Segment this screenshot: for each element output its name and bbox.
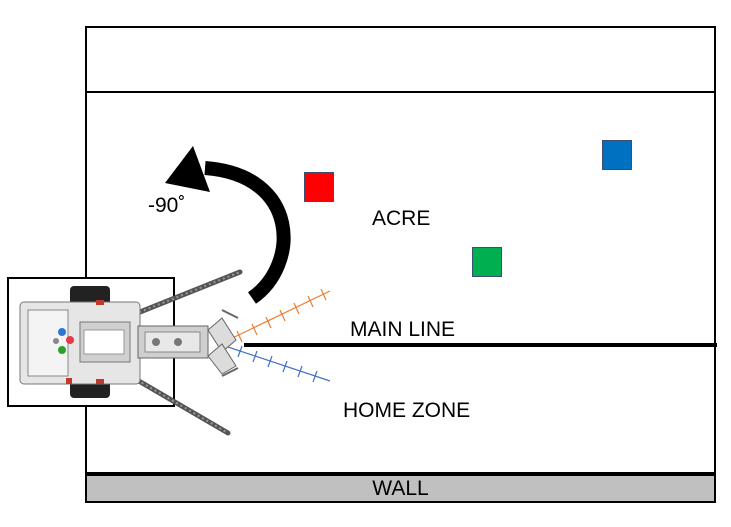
- sensor-ray-upper: [221, 288, 331, 344]
- red-block: [304, 172, 334, 202]
- main-line: [244, 343, 717, 347]
- field-boundary: [85, 26, 716, 474]
- sensor-ray-lower: [221, 344, 331, 383]
- robot-arm-upper: [127, 269, 243, 319]
- curved-arrow-icon: [165, 146, 291, 304]
- green-block: [472, 247, 502, 277]
- acre-label: ACRE: [372, 207, 431, 230]
- blue-block: [602, 140, 632, 170]
- top-zone: [85, 26, 716, 93]
- wall-label: WALL: [372, 476, 429, 500]
- turn-angle-label: -90˚: [148, 194, 186, 217]
- main-line-label: MAIN LINE: [350, 318, 456, 341]
- robot-icon: [19, 286, 239, 398]
- home-zone-label: HOME ZONE: [343, 399, 471, 422]
- wall: WALL: [85, 474, 716, 503]
